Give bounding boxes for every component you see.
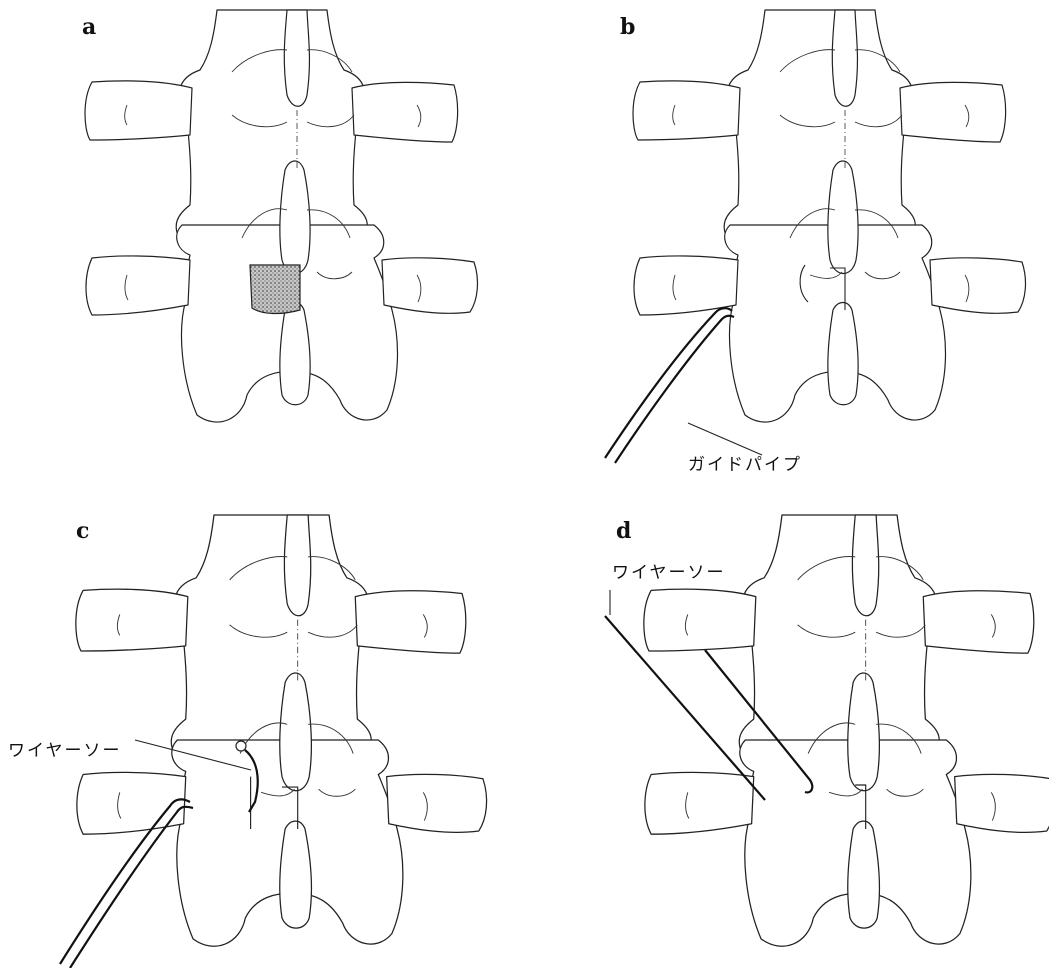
guide-pipe (600, 295, 760, 465)
wire-saw-d (605, 580, 845, 810)
guide-pipe-label: ガイドパイプ (688, 450, 802, 475)
wire-saw-c (215, 730, 345, 850)
panel-b: b ガイドパイプ (520, 0, 1049, 470)
panel-d: d ワイヤーソー (520, 480, 1049, 967)
vertebra-illustration-a (72, 10, 492, 440)
guide-pipe-c (55, 778, 205, 968)
panel-c: c ワイヤーソー (0, 480, 520, 967)
panel-label-d: d (616, 518, 631, 544)
wire-saw-label-c: ワイヤーソー (8, 736, 122, 761)
panel-a: a (0, 0, 520, 470)
resection-area-shading (250, 265, 300, 314)
